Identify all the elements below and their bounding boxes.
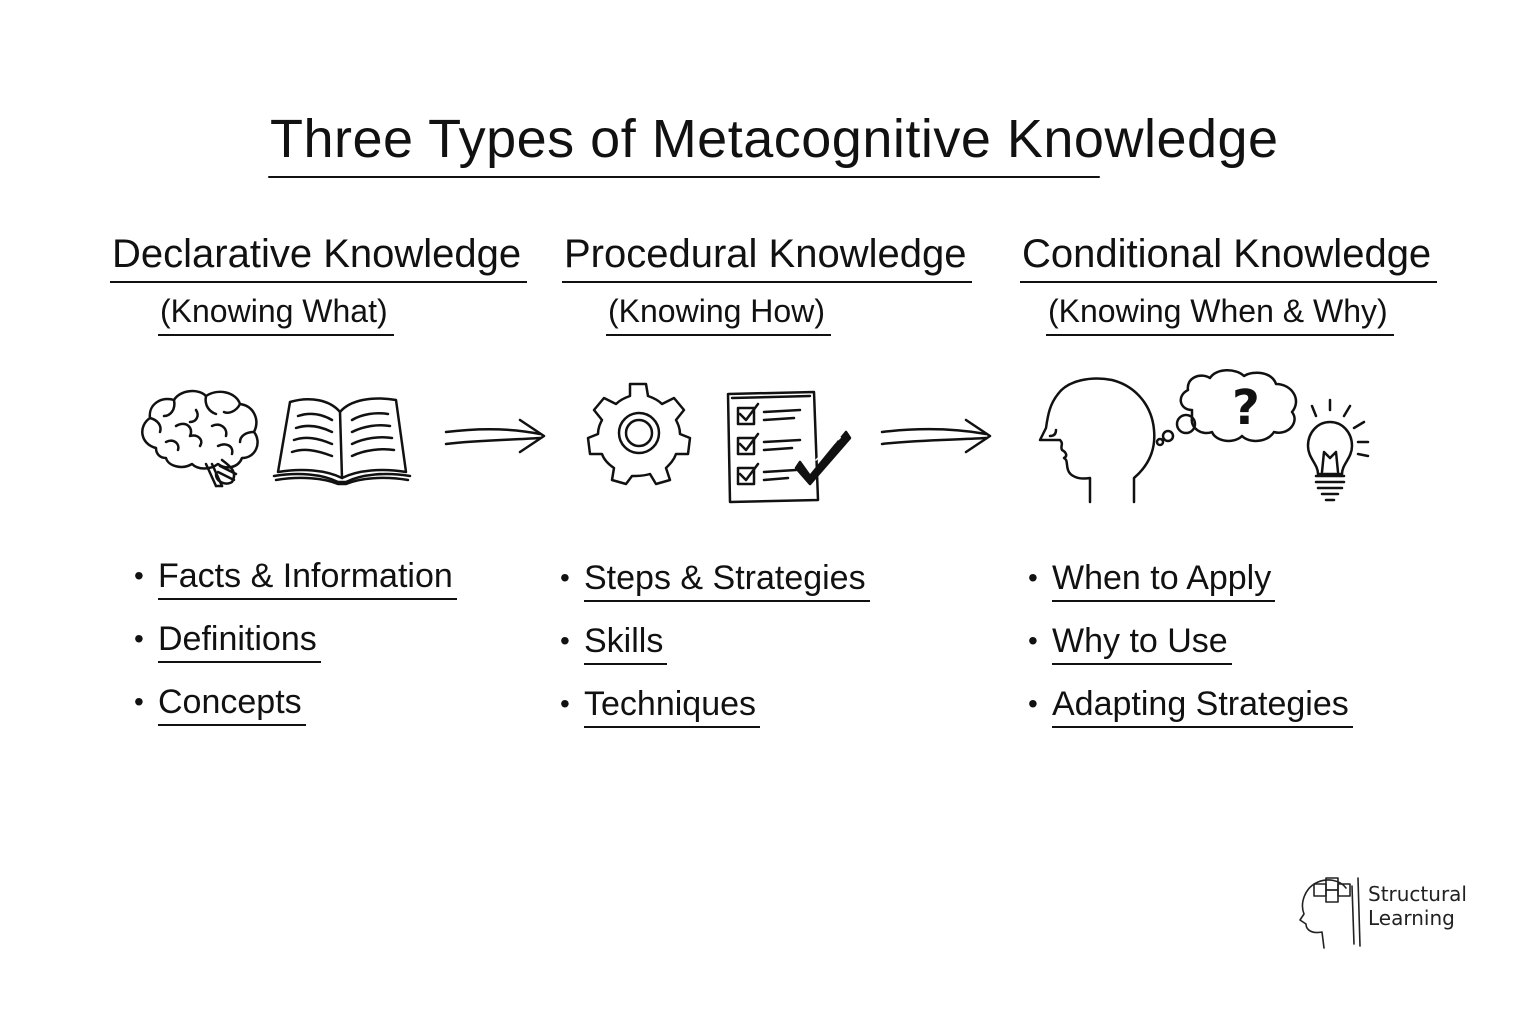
head-profile-icon [1038,377,1156,504]
arrow-right-icon [880,418,992,454]
title-underline [268,176,1100,178]
list-item: Skills [560,621,866,684]
logo-line-1: Structural [1368,882,1467,906]
lightbulb-icon [1306,398,1370,502]
bullet-list-procedural: Steps & Strategies Skills Techniques [560,558,870,747]
gear-icon [586,382,692,486]
list-item: Definitions [134,619,453,682]
open-book-icon [272,397,412,486]
column-heading: Conditional Knowledge [1019,232,1438,283]
list-item-label: Concepts [158,683,306,726]
structural-learning-logo: Structural Learning [1292,874,1482,954]
brain-icon [141,389,259,488]
checklist-icon [726,390,852,504]
bullet-list-conditional: When to Apply Why to Use Adapting Strate… [1028,558,1353,747]
list-item: Techniques [560,684,866,747]
arrow-right-icon [444,418,546,454]
column-heading: Procedural Knowledge [561,232,973,283]
list-item-label: Why to Use [1052,622,1232,665]
list-item-label: Steps & Strategies [584,559,870,602]
column-declarative: Declarative Knowledge (Knowing What) [109,232,528,336]
list-item: Adapting Strategies [1028,684,1353,747]
list-item-label: Facts & Information [158,557,457,600]
list-item: Concepts [134,682,453,745]
list-item-label: Definitions [158,620,321,663]
list-item: Facts & Information [134,556,457,619]
list-item-label: Techniques [584,685,761,728]
svg-text:?: ? [1232,380,1260,436]
list-item: When to Apply [1028,558,1349,621]
column-subheading: (Knowing How) [606,293,831,336]
list-item-label: Adapting Strategies [1052,685,1353,728]
column-subheading: (Knowing When & Why) [1046,293,1394,336]
logo-line-2: Learning [1368,906,1455,930]
list-item-label: Skills [584,622,668,665]
logo-wordmark: Structural Learning [1368,882,1467,930]
list-item: Steps & Strategies [560,558,870,621]
thought-bubble-question-icon: ? [1155,369,1298,447]
column-conditional: Conditional Knowledge (Knowing When & Wh… [1019,232,1438,336]
column-heading: Declarative Knowledge [109,232,528,283]
column-subheading: (Knowing What) [158,293,394,336]
list-item-label: When to Apply [1052,559,1276,602]
list-item: Why to Use [1028,621,1349,684]
head-puzzle-logo-icon [1299,877,1361,949]
column-procedural: Procedural Knowledge (Knowing How) [561,232,973,336]
page-title: Three Types of Metacognitive Knowledge [270,109,1279,169]
bullet-list-declarative: Facts & Information Definitions Concepts [134,556,457,745]
